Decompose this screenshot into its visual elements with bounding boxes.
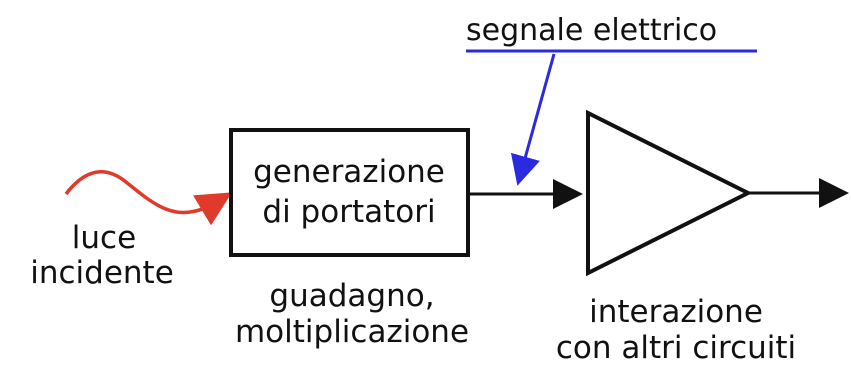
interaction-label-line1: interazione [589, 294, 763, 330]
signal-pointer-arrow [510, 53, 556, 186]
incident-light-label-line2: incidente [30, 255, 174, 291]
carrier-generation-box [229, 128, 470, 257]
incident-light-label-line1: luce [72, 220, 136, 256]
interaction-label-line2: con altri circuiti [556, 330, 796, 366]
gain-label-line2: moltiplicazione [235, 314, 469, 350]
box-label-line1: generazione [253, 154, 445, 190]
incident-light-wave [64, 170, 233, 226]
box-label-line2: di portatori [262, 194, 435, 230]
signal-label: segnale elettrico [466, 13, 717, 48]
amplifier-triangle [586, 109, 753, 277]
gain-label-line1: guadagno, [269, 278, 434, 314]
